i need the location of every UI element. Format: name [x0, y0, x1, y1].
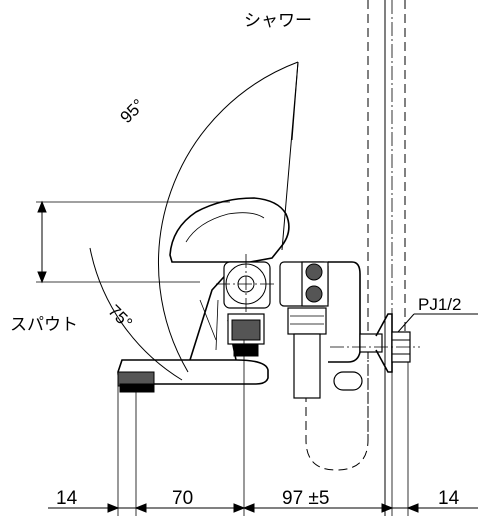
dim-right-14: 14: [438, 488, 460, 509]
joint-block: [279, 261, 363, 399]
shower-label: シャワー: [244, 11, 312, 30]
bottom-dimensions: [48, 340, 478, 516]
shower-angle-label: 95°: [117, 95, 149, 127]
hidden-pipe-outline: [305, 360, 369, 471]
dim-97: 97 ±5: [282, 488, 329, 509]
pj-label: PJ1/2: [418, 295, 461, 314]
dim-70: 70: [172, 488, 193, 509]
spout-label: スパウト: [10, 315, 78, 334]
wall-flange: [330, 313, 420, 373]
shower-rotation-arc: [158, 61, 299, 373]
pj-leader: [397, 313, 478, 333]
spout-angle-label: 75°: [104, 301, 136, 333]
spout-rotation-arc: [89, 247, 183, 381]
dim-left-14: 14: [56, 488, 78, 509]
dimension-54: [36, 200, 230, 284]
valve-body: [216, 254, 276, 357]
wall-lines: [367, 0, 406, 516]
shower-lever: [169, 197, 290, 263]
